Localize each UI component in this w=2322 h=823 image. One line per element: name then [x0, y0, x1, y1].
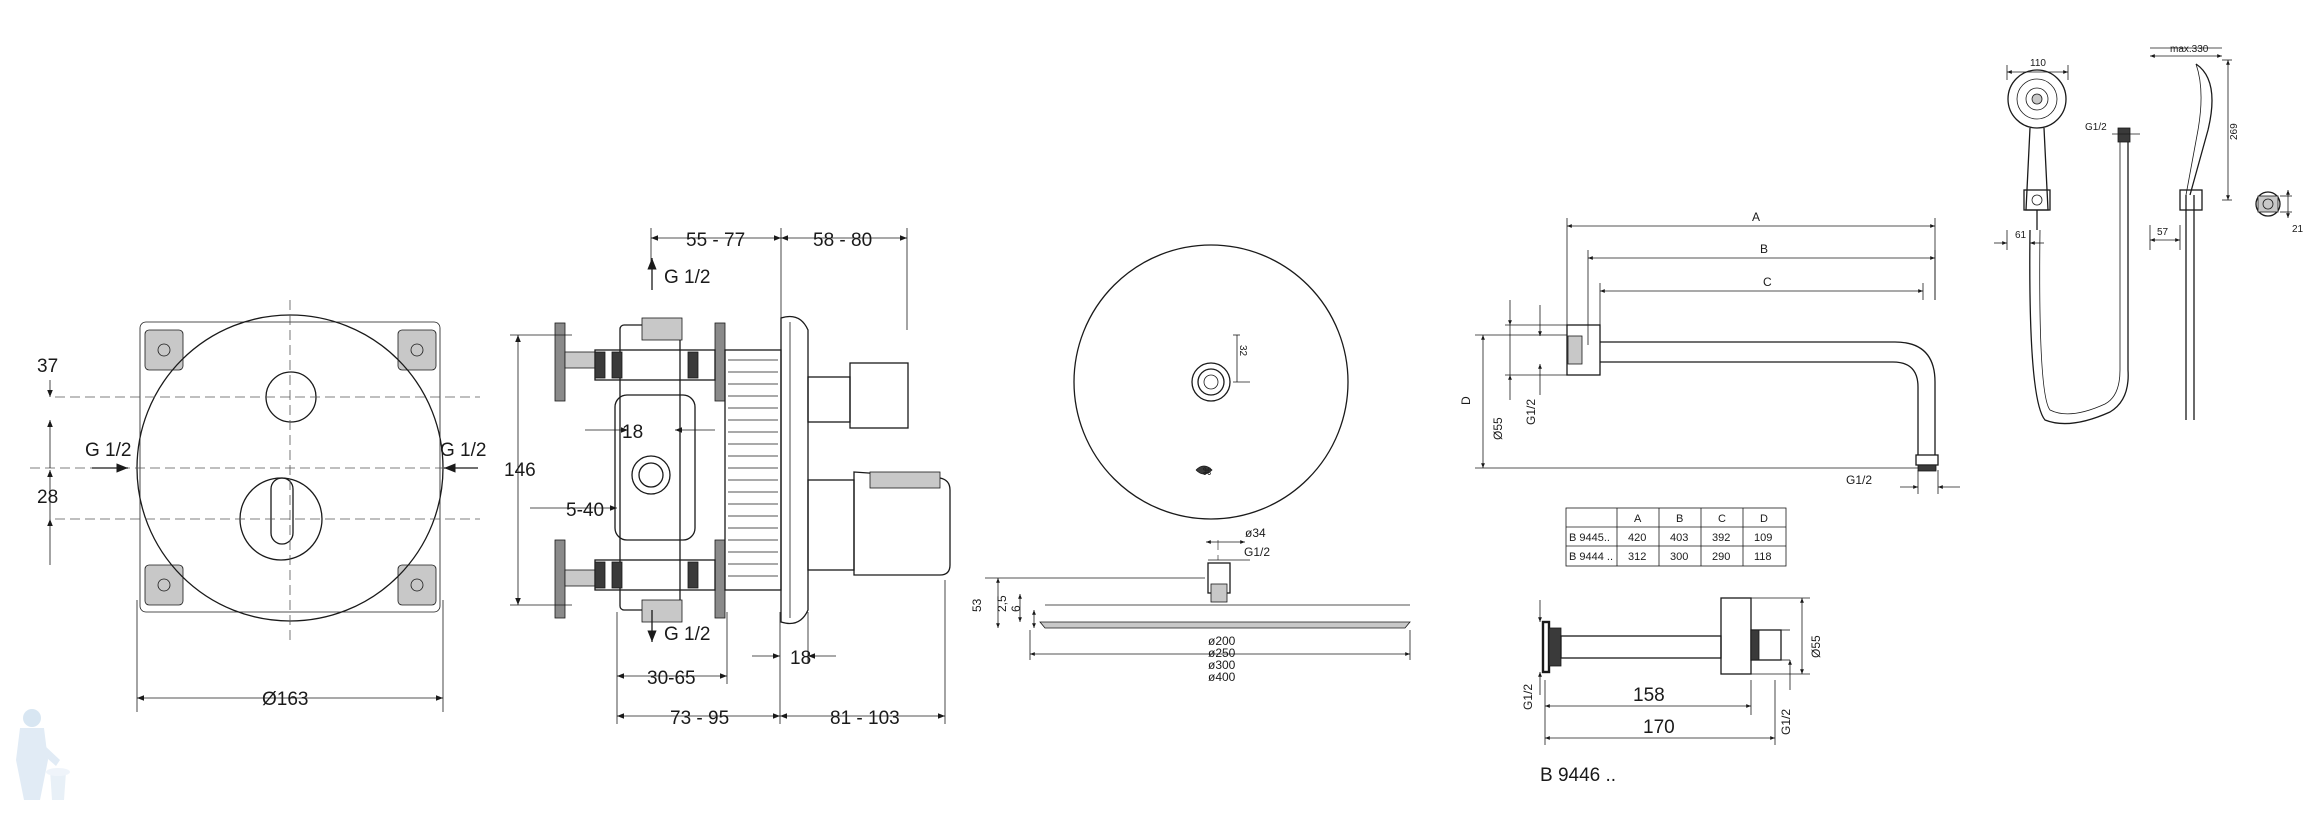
dim-max-330: max.330 [2170, 44, 2209, 55]
dim-5-40: 5-40 [566, 500, 604, 521]
table-cell: 300 [1670, 551, 1688, 563]
dim-18-port: 18 [622, 422, 643, 443]
dim-81-103: 81 - 103 [830, 708, 900, 729]
dia-250-label: ø250 [1208, 646, 1236, 660]
table-cell: 403 [1670, 532, 1688, 544]
dia-34-label: ø34 [1245, 526, 1266, 540]
dim-55-77: 55 - 77 [686, 230, 745, 251]
table-header-b: B [1676, 513, 1683, 525]
dim-30-65: 30-65 [647, 668, 696, 689]
dim-6: 6 [1009, 605, 1023, 612]
dia-55-ceiling: Ø55 [1809, 635, 1823, 658]
g-half-bottom-label-arm: G1/2 [1846, 473, 1872, 487]
dim-b-label: B [1760, 242, 1768, 256]
plumber-watermark [16, 709, 70, 800]
mixer-front-view: 37 28 G 1/2 G 1/2 Ø163 [30, 300, 486, 712]
dim-d-label: D [1459, 396, 1473, 405]
table-cell: B 9445.. [1569, 532, 1610, 544]
table-header-c: C [1718, 513, 1726, 525]
dia-400-label: ø400 [1208, 670, 1236, 684]
table-cell: 420 [1628, 532, 1646, 544]
dim-57: 57 [2157, 227, 2169, 238]
dim-58-80: 58 - 80 [813, 230, 872, 251]
dia-55-label: Ø55 [1491, 417, 1505, 440]
g-half-bottom-label: G 1/2 [664, 624, 710, 645]
wall-shower-arm: A B C D Ø55 G1/2 G1/2 [1459, 210, 1960, 567]
dim-18-rosette: 18 [790, 648, 811, 669]
model-label: B 9446 .. [1540, 765, 1616, 786]
dia-200-label: ø200 [1208, 634, 1236, 648]
table-cell: 392 [1712, 532, 1730, 544]
g-half-left-label-arm: G1/2 [1524, 399, 1538, 425]
table-cell: 290 [1712, 551, 1730, 563]
logo-glyph: ⌘ [1202, 467, 1212, 478]
table-cell: 118 [1754, 551, 1772, 563]
dim-110: 110 [2030, 58, 2046, 69]
dim-28: 28 [37, 487, 58, 508]
table-cell: 109 [1754, 532, 1772, 544]
dim-a-label: A [1752, 210, 1760, 224]
dim-170: 170 [1643, 717, 1675, 738]
ceiling-arm: G1/2 158 170 Ø55 G1/2 B 9446 .. [1521, 597, 1823, 786]
g-half-right-label: G 1/2 [440, 440, 486, 461]
dim-32: 32 [1237, 345, 1248, 357]
table-header-d: D [1760, 513, 1768, 525]
g-half-left-label-ceiling: G1/2 [1521, 684, 1535, 710]
dim-c-label: C [1763, 275, 1772, 289]
overhead-shower: 32 ⌘ ø34 G1/2 53 2,5 6 ø200 ø250 ø300 ø4… [970, 244, 1411, 684]
dim-269: 269 [2229, 123, 2240, 140]
table-cell: 312 [1628, 551, 1646, 563]
dim-61: 61 [2015, 230, 2027, 241]
mixer-side-view: 55 - 77 58 - 80 G 1/2 [504, 228, 951, 729]
g-half-left-label: G 1/2 [85, 440, 131, 461]
dim-2-5: 2,5 [995, 595, 1009, 612]
hand-shower-set: 110 G1/2 61 max.330 269 57 [1994, 44, 2304, 425]
g-half-label: G1/2 [1244, 545, 1270, 559]
table-cell: B 9444 .. [1569, 551, 1613, 563]
g-half-hose-label: G1/2 [2085, 122, 2107, 133]
dimension-table: A B C D B 9445.. 420 403 392 109 B 9444 … [1565, 507, 1787, 567]
dim-146: 146 [504, 460, 536, 481]
dim-37: 37 [37, 356, 58, 377]
dia-300-label: ø300 [1208, 658, 1236, 672]
table-header-a: A [1634, 513, 1642, 525]
dim-53: 53 [970, 598, 984, 612]
g-half-top-label: G 1/2 [664, 267, 710, 288]
dia-163-label: Ø163 [262, 689, 308, 710]
dim-158: 158 [1633, 685, 1665, 706]
dim-73-95: 73 - 95 [670, 708, 729, 729]
dim-21: 21 [2292, 224, 2304, 235]
g-half-right-label-ceiling: G1/2 [1779, 709, 1793, 735]
